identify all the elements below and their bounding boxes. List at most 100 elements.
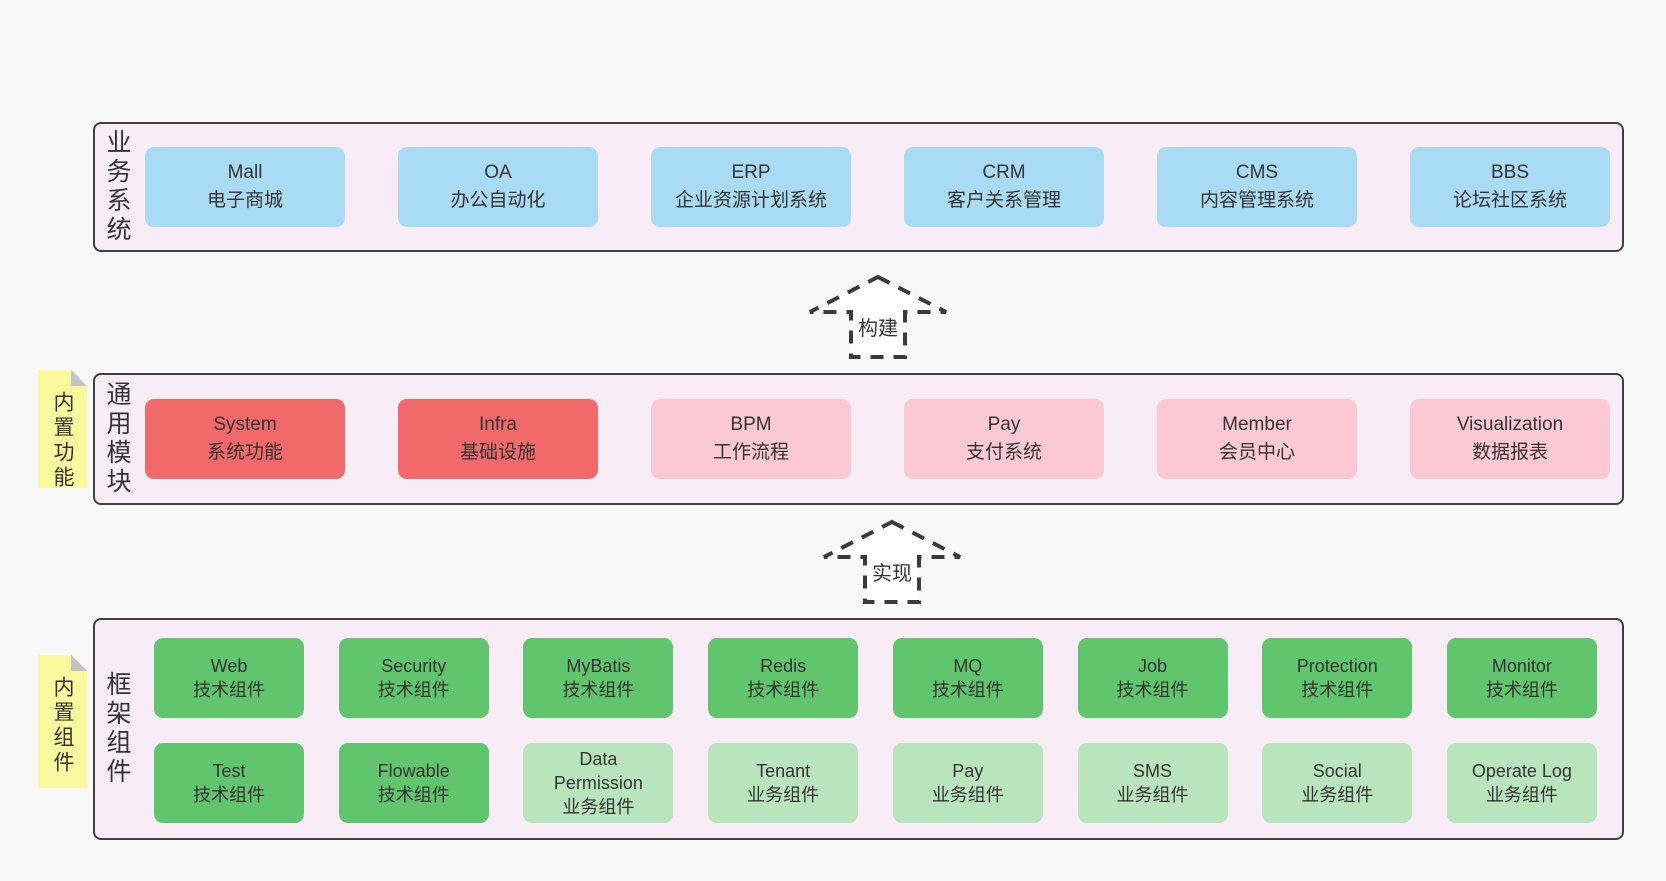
box-test: Test 技术组件 bbox=[154, 743, 304, 823]
box-operate-log: Operate Log 业务组件 bbox=[1446, 743, 1597, 823]
box-job: Job 技术组件 bbox=[1077, 638, 1228, 718]
box-subtitle: 支付系统 bbox=[965, 442, 1042, 463]
box-title: SMS bbox=[1133, 760, 1173, 781]
box-title: CRM bbox=[982, 161, 1026, 183]
sticky-label: 内置功能 bbox=[51, 391, 74, 491]
box-cms: CMS 内容管理系统 bbox=[1157, 147, 1357, 227]
box-bpm: BPM 工作流程 bbox=[651, 399, 851, 479]
box-title: MyBatis bbox=[566, 655, 631, 676]
box-title: Pay bbox=[987, 413, 1021, 435]
box-security: Security 技术组件 bbox=[338, 638, 489, 718]
box-pay-component: Pay 业务组件 bbox=[892, 743, 1043, 823]
box-mybatis: MyBatis 技术组件 bbox=[523, 638, 674, 718]
box-title: Data Permission bbox=[553, 748, 643, 793]
box-subtitle: 业务组件 bbox=[747, 785, 820, 805]
box-mq: MQ 技术组件 bbox=[892, 638, 1043, 718]
box-subtitle: 办公自动化 bbox=[450, 190, 546, 211]
box-system: System 系统功能 bbox=[145, 399, 345, 479]
box-title: Tenant bbox=[756, 760, 811, 781]
box-subtitle: 工作流程 bbox=[712, 442, 789, 463]
sticky-label: 内置组件 bbox=[51, 676, 74, 776]
band-common-modules: 通用模块 System 系统功能 Infra 基础设施 BPM 工作流程 Pay… bbox=[93, 373, 1624, 505]
box-title: Flowable bbox=[377, 760, 450, 781]
box-title: Mall bbox=[227, 161, 263, 183]
sticky-fold-corner bbox=[71, 370, 87, 386]
box-protection: Protection 技术组件 bbox=[1262, 638, 1413, 718]
sticky-note-builtin-features: 内置功能 bbox=[38, 370, 87, 491]
sticky-note-builtin-components: 内置组件 bbox=[38, 655, 87, 788]
box-flowable: Flowable 技术组件 bbox=[338, 743, 489, 823]
box-title: Security bbox=[381, 655, 447, 676]
box-bbs: BBS 论坛社区系统 bbox=[1410, 147, 1610, 227]
box-title: BBS bbox=[1490, 161, 1530, 183]
box-subtitle: 业务组件 bbox=[1485, 785, 1558, 805]
box-subtitle: 技术组件 bbox=[193, 785, 265, 805]
box-subtitle: 企业资源计划系统 bbox=[674, 190, 827, 211]
band-framework-components: 框架组件 Web 技术组件 Security 技术组件 MyBatis 技术组件… bbox=[93, 618, 1624, 840]
arrow-implement: 实现 bbox=[821, 519, 963, 604]
box-web: Web 技术组件 bbox=[154, 638, 304, 718]
band-label-business-systems: 业务系统 bbox=[103, 129, 131, 245]
box-subtitle: 业务组件 bbox=[931, 785, 1004, 805]
box-title: Infra bbox=[478, 413, 518, 435]
box-subtitle: 技术组件 bbox=[1301, 680, 1374, 700]
box-title: Pay bbox=[952, 760, 984, 781]
box-visualization: Visualization 数据报表 bbox=[1410, 399, 1610, 479]
box-subtitle: 技术组件 bbox=[193, 680, 265, 700]
box-subtitle: 技术组件 bbox=[377, 680, 450, 700]
band-business-row: Mall 电子商城 OA 办公自动化 ERP 企业资源计划系统 CRM 客户关系… bbox=[145, 147, 1610, 227]
arrow-build: 构建 bbox=[807, 274, 949, 359]
arrow-label: 实现 bbox=[868, 557, 916, 586]
box-mall: Mall 电子商城 bbox=[145, 147, 345, 227]
box-title: Member bbox=[1222, 413, 1292, 435]
box-subtitle: 内容管理系统 bbox=[1199, 190, 1314, 211]
band-components-row-2: Test 技术组件 Flowable 技术组件 Data Permission … bbox=[154, 743, 1597, 823]
box-title: MQ bbox=[953, 655, 983, 676]
band-label-common-modules: 通用模块 bbox=[103, 381, 131, 497]
box-subtitle: 业务组件 bbox=[1301, 785, 1374, 805]
box-title: Test bbox=[212, 760, 246, 781]
box-title: Monitor bbox=[1491, 655, 1552, 676]
box-subtitle: 电子商城 bbox=[206, 190, 283, 211]
box-oa: OA 办公自动化 bbox=[398, 147, 598, 227]
box-subtitle: 会员中心 bbox=[1218, 442, 1295, 463]
box-subtitle: 论坛社区系统 bbox=[1452, 190, 1567, 211]
box-erp: ERP 企业资源计划系统 bbox=[651, 147, 851, 227]
box-subtitle: 客户关系管理 bbox=[946, 190, 1061, 211]
box-title: Web bbox=[210, 655, 248, 676]
box-subtitle: 业务组件 bbox=[1116, 785, 1189, 805]
box-title: Social bbox=[1312, 760, 1362, 781]
box-title: CMS bbox=[1235, 161, 1279, 183]
box-tenant: Tenant 业务组件 bbox=[708, 743, 859, 823]
box-title: Job bbox=[1138, 655, 1168, 676]
box-title: OA bbox=[484, 161, 512, 183]
box-title: Redis bbox=[760, 655, 807, 676]
box-subtitle: 系统功能 bbox=[206, 442, 283, 463]
box-monitor: Monitor 技术组件 bbox=[1446, 638, 1597, 718]
box-title: System bbox=[213, 413, 277, 435]
box-subtitle: 技术组件 bbox=[377, 785, 450, 805]
box-sms: SMS 业务组件 bbox=[1077, 743, 1228, 823]
box-subtitle: 技术组件 bbox=[562, 680, 635, 700]
box-pay-module: Pay 支付系统 bbox=[904, 399, 1104, 479]
band-modules-row: System 系统功能 Infra 基础设施 BPM 工作流程 Pay 支付系统… bbox=[145, 399, 1610, 479]
band-label-framework-components: 框架组件 bbox=[103, 671, 131, 787]
box-title: BPM bbox=[730, 413, 772, 435]
band-components-row-1: Web 技术组件 Security 技术组件 MyBatis 技术组件 Redi… bbox=[154, 638, 1597, 718]
box-title: Operate Log bbox=[1471, 760, 1572, 781]
box-subtitle: 数据报表 bbox=[1471, 442, 1548, 463]
box-infra: Infra 基础设施 bbox=[398, 399, 598, 479]
sticky-fold-corner bbox=[71, 655, 87, 671]
box-data-permission: Data Permission 业务组件 bbox=[523, 743, 674, 823]
box-member: Member 会员中心 bbox=[1157, 399, 1357, 479]
box-subtitle: 技术组件 bbox=[747, 680, 820, 700]
box-crm: CRM 客户关系管理 bbox=[904, 147, 1104, 227]
box-title: ERP bbox=[731, 161, 771, 183]
box-social: Social 业务组件 bbox=[1262, 743, 1413, 823]
box-subtitle: 技术组件 bbox=[931, 680, 1004, 700]
box-subtitle: 技术组件 bbox=[1116, 680, 1189, 700]
box-title: Visualization bbox=[1456, 413, 1564, 435]
box-redis: Redis 技术组件 bbox=[708, 638, 859, 718]
box-subtitle: 基础设施 bbox=[459, 442, 536, 463]
box-subtitle: 业务组件 bbox=[562, 797, 635, 818]
